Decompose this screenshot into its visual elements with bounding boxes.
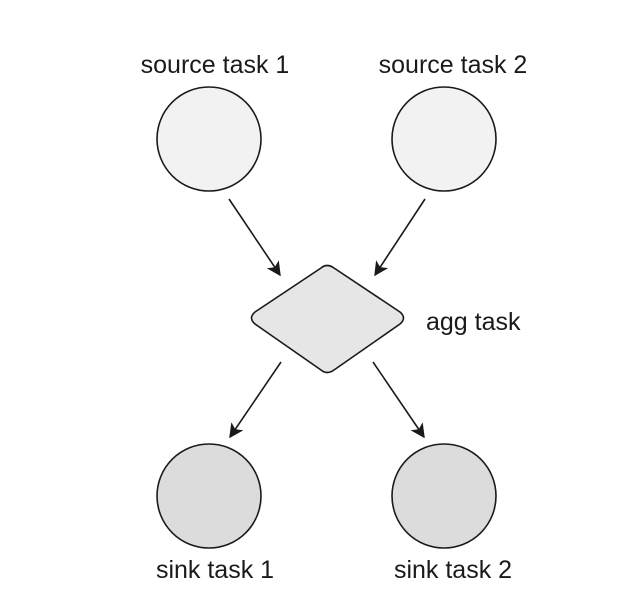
sink-task-2-label: sink task 2 <box>394 556 512 584</box>
edge-agg-to-sink1 <box>229 361 282 439</box>
sink-task-1-label: sink task 1 <box>156 556 274 584</box>
edge-source1-to-agg <box>228 198 281 277</box>
edge-source2-to-agg <box>374 198 426 277</box>
source-task-2-node <box>391 86 497 192</box>
agg-task-label: agg task <box>426 308 521 336</box>
agg-task-node <box>250 264 405 374</box>
source-task-1-label: source task 1 <box>141 51 290 79</box>
source-task-2-label: source task 2 <box>379 51 528 79</box>
edge-agg-to-sink2 <box>372 361 425 439</box>
source-task-1-node <box>156 86 262 192</box>
sink-task-2-node <box>391 443 497 549</box>
sink-task-1-node <box>156 443 262 549</box>
